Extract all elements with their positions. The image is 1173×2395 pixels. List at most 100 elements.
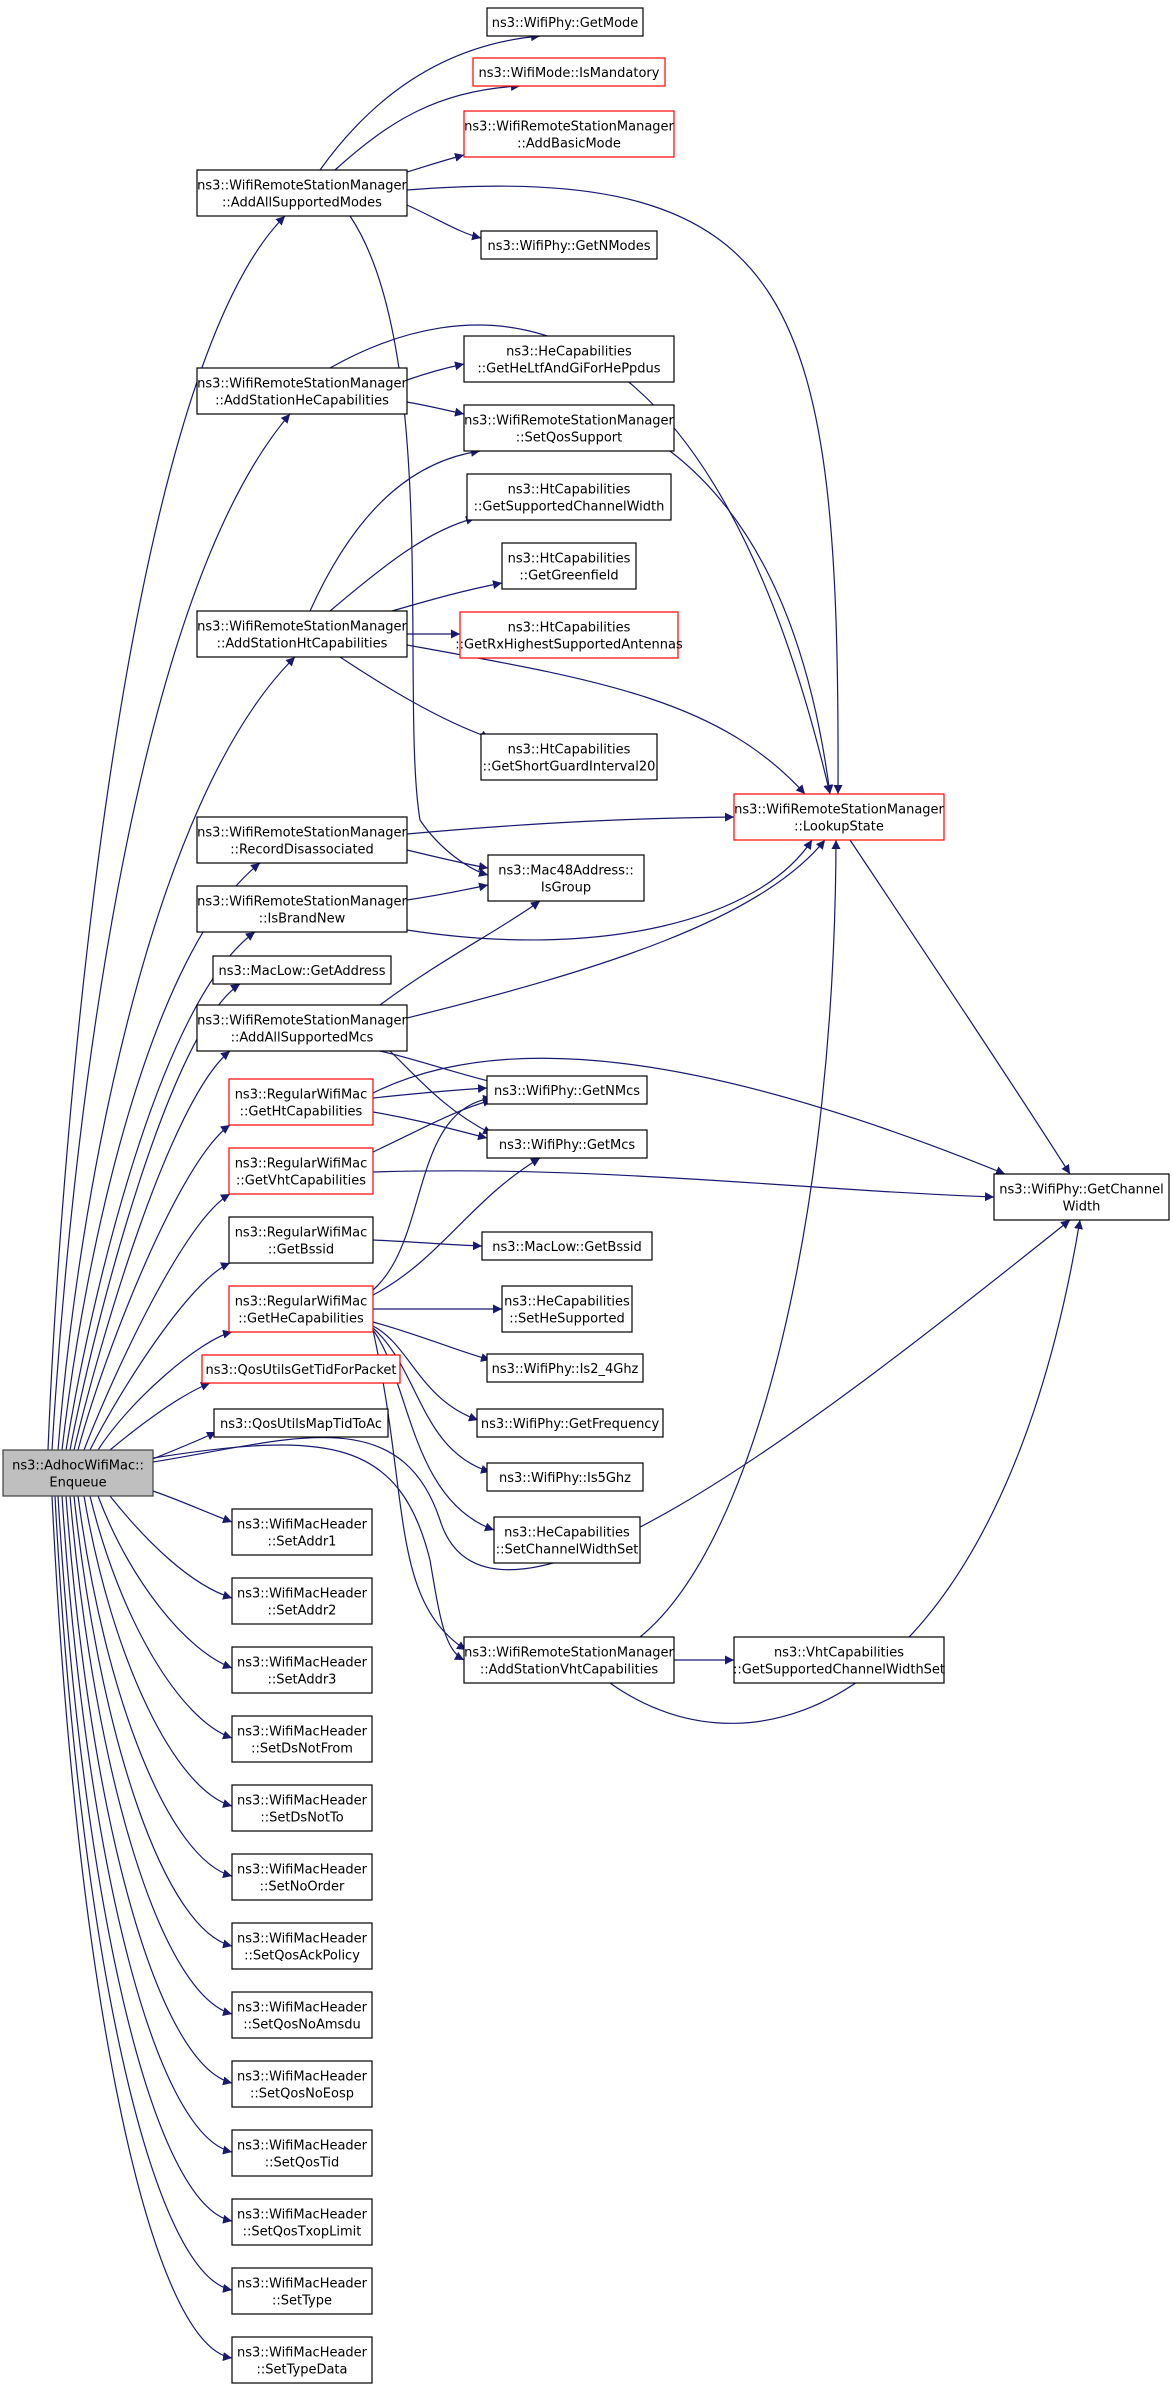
node-getVhtCapabilities[interactable]: ns3::RegularWifiMac::GetVhtCapabilities <box>228 1147 374 1195</box>
node-isMandatory[interactable]: ns3::WifiMode::IsMandatory <box>472 57 666 87</box>
node-setAddr2[interactable]: ns3::WifiMacHeader::SetAddr2 <box>231 1577 373 1625</box>
node-label-line: ns3::WifiRemoteStationManager <box>734 803 944 818</box>
node-getHeCapabilities[interactable]: ns3::RegularWifiMac::GetHeCapabilities <box>228 1285 374 1333</box>
node-macLowGetAddress[interactable]: ns3::MacLow::GetAddress <box>212 955 392 985</box>
edge-root-to-addAllSupportedMcs <box>73 1050 231 1451</box>
node-box <box>463 335 675 383</box>
node-label-line: ns3::QosUtilsGetTidForPacket <box>205 1363 396 1378</box>
node-label-line: ::GetHeLtfAndGiForHePpdus <box>477 362 660 377</box>
node-box <box>196 1004 408 1052</box>
node-setNoOrder[interactable]: ns3::WifiMacHeader::SetNoOrder <box>231 1853 373 1901</box>
node-addStationVhtCapabilities[interactable]: ns3::WifiRemoteStationManager::AddStatio… <box>463 1636 675 1684</box>
node-qosGetTid[interactable]: ns3::QosUtilsGetTidForPacket <box>201 1354 401 1384</box>
node-recordDisassociated[interactable]: ns3::WifiRemoteStationManager::RecordDis… <box>196 816 408 864</box>
edge-root-to-getChannelWidth <box>152 1219 1071 1571</box>
node-heGetHeLtf[interactable]: ns3::HeCapabilities::GetHeLtfAndGiForHeP… <box>463 335 675 383</box>
edge-addStationHeCapabilities-to-setQosSupport <box>406 401 465 417</box>
node-label-line: ::SetType <box>272 2294 332 2309</box>
node-getNMcs[interactable]: ns3::WifiPhy::GetNMcs <box>486 1075 648 1105</box>
node-setChannelWidthSet[interactable]: ns3::HeCapabilities::SetChannelWidthSet <box>493 1516 641 1564</box>
node-label-line: ns3::WifiMacHeader <box>237 1794 368 1809</box>
node-label-line: ns3::WifiRemoteStationManager <box>464 414 674 429</box>
node-label-line: ns3::WifiMacHeader <box>237 2070 368 2085</box>
edge-addAllSupportedModes-to-getNModes <box>406 204 482 241</box>
node-setAddr1[interactable]: ns3::WifiMacHeader::SetAddr1 <box>231 1508 373 1556</box>
node-addAllSupportedMcs[interactable]: ns3::WifiRemoteStationManager::AddAllSup… <box>196 1004 408 1052</box>
node-box <box>480 230 658 260</box>
node-setQosSupport[interactable]: ns3::WifiRemoteStationManager::SetQosSup… <box>463 404 675 452</box>
node-lookupState[interactable]: ns3::WifiRemoteStationManager::LookupSta… <box>733 793 945 841</box>
node-htGetSupportedChannelWidth[interactable]: ns3::HtCapabilities::GetSupportedChannel… <box>466 473 672 521</box>
node-setAddr3[interactable]: ns3::WifiMacHeader::SetAddr3 <box>231 1646 373 1694</box>
node-label-line: ::SetHeSupported <box>509 1312 625 1327</box>
node-qosMapTid[interactable]: ns3::QosUtilsMapTidToAc <box>213 1408 389 1438</box>
node-label-line: ::GetGreenfield <box>519 569 618 584</box>
node-label-line: ns3::HtCapabilities <box>508 621 631 636</box>
node-setQosTxopLimit[interactable]: ns3::WifiMacHeader::SetQosTxopLimit <box>231 2198 373 2246</box>
node-label-line: ns3::WifiRemoteStationManager <box>197 895 407 910</box>
node-setDsNotTo[interactable]: ns3::WifiMacHeader::SetDsNotTo <box>231 1784 373 1832</box>
node-label-line: ::GetSupportedChannelWidthSet <box>733 1663 945 1678</box>
node-isGroup[interactable]: ns3::Mac48Address::IsGroup <box>487 854 645 902</box>
node-isBrandNew[interactable]: ns3::WifiRemoteStationManager::IsBrandNe… <box>196 885 408 933</box>
node-setTypeData[interactable]: ns3::WifiMacHeader::SetTypeData <box>231 2336 373 2384</box>
node-label-line: ns3::HtCapabilities <box>508 483 631 498</box>
edge-addStationHtCapabilities-to-htGetGreenfield <box>391 580 503 612</box>
node-setQosNoEosp[interactable]: ns3::WifiMacHeader::SetQosNoEosp <box>231 2060 373 2108</box>
node-addStationHeCapabilities[interactable]: ns3::WifiRemoteStationManager::AddStatio… <box>196 367 408 415</box>
edge-root-to-setAddr3 <box>97 1495 233 1669</box>
node-addStationHtCapabilities[interactable]: ns3::WifiRemoteStationManager::AddStatio… <box>196 610 408 658</box>
node-getMcs[interactable]: ns3::WifiPhy::GetMcs <box>486 1129 648 1159</box>
node-addAllSupportedModes[interactable]: ns3::WifiRemoteStationManager::AddAllSup… <box>196 169 408 217</box>
node-box <box>486 1353 644 1383</box>
node-htGetRxHighest[interactable]: ns3::HtCapabilities::GetRxHighestSupport… <box>455 611 683 659</box>
node-label-line: ns3::WifiPhy::GetNMcs <box>494 1084 640 1099</box>
node-box <box>196 610 408 658</box>
node-label-line: ::SetQosNoAmsdu <box>243 2018 361 2033</box>
node-label-line: ns3::WifiMacHeader <box>237 2346 368 2361</box>
node-getBssid[interactable]: ns3::RegularWifiMac::GetBssid <box>228 1216 374 1264</box>
node-box <box>196 367 408 415</box>
node-label-line: ::AddStationHtCapabilities <box>217 637 388 652</box>
node-label-line: ::SetChannelWidthSet <box>496 1543 639 1558</box>
node-addBasicMode[interactable]: ns3::WifiRemoteStationManager::AddBasicM… <box>463 110 675 158</box>
node-box <box>231 2129 373 2177</box>
node-box <box>733 1636 945 1684</box>
node-macLowGetBssid[interactable]: ns3::MacLow::GetBssid <box>481 1231 653 1261</box>
node-label-line: ::SetTypeData <box>256 2363 347 2378</box>
node-setQosTid[interactable]: ns3::WifiMacHeader::SetQosTid <box>231 2129 373 2177</box>
node-getFrequency[interactable]: ns3::WifiPhy::GetFrequency <box>476 1408 664 1438</box>
node-label-line: ns3::WifiRemoteStationManager <box>197 377 407 392</box>
edge-root-to-setQosNoAmsdu <box>69 1495 233 2016</box>
node-is5Ghz[interactable]: ns3::WifiPhy::Is5Ghz <box>486 1462 644 1492</box>
node-is2_4Ghz[interactable]: ns3::WifiPhy::Is2_4Ghz <box>486 1353 644 1383</box>
node-label-line: ns3::WifiMode::IsMandatory <box>479 66 660 81</box>
node-label-line: ns3::WifiMacHeader <box>237 1518 368 1533</box>
edge-root-to-setTypeData <box>51 1495 233 2362</box>
edge-addStationHtCapabilities-to-setQosSupport <box>309 447 481 612</box>
edge-addStationHtCapabilities-to-htGetSupportedChannelWidth <box>329 515 476 612</box>
node-vhtGetSupportedChannelWidthSet[interactable]: ns3::VhtCapabilities::GetSupportedChanne… <box>733 1636 945 1684</box>
node-setType[interactable]: ns3::WifiMacHeader::SetType <box>231 2267 373 2315</box>
edge-getHeCapabilities-to-setChannelWidthSet <box>372 1329 495 1532</box>
edge-root-to-setType <box>54 1495 233 2293</box>
node-wifiPhyGetMode[interactable]: ns3::WifiPhy::GetMode <box>486 7 644 37</box>
node-box <box>228 1285 374 1333</box>
node-setQosAckPolicy[interactable]: ns3::WifiMacHeader::SetQosAckPolicy <box>231 1922 373 1970</box>
node-box <box>231 1508 373 1556</box>
node-root[interactable]: ns3::AdhocWifiMac::Enqueue <box>2 1449 154 1497</box>
node-htGetShortGi20[interactable]: ns3::HtCapabilities::GetShortGuardInterv… <box>480 733 658 781</box>
call-nodes: ns3::AdhocWifiMac::Enqueuens3::WifiRemot… <box>2 7 1170 2384</box>
node-setHeSupported[interactable]: ns3::HeCapabilities::SetHeSupported <box>501 1285 633 1333</box>
node-setDsNotFrom[interactable]: ns3::WifiMacHeader::SetDsNotFrom <box>231 1715 373 1763</box>
node-htGetGreenfield[interactable]: ns3::HtCapabilities::GetGreenfield <box>501 542 637 590</box>
edge-getHeCapabilities-to-getFrequency <box>372 1325 479 1422</box>
node-box <box>231 1784 373 1832</box>
node-getHtCapabilities[interactable]: ns3::RegularWifiMac::GetHtCapabilities <box>228 1078 374 1126</box>
edge-root-to-addStationVhtCapabilities <box>152 1444 465 1661</box>
node-getNModes[interactable]: ns3::WifiPhy::GetNModes <box>480 230 658 260</box>
node-label-line: ns3::VhtCapabilities <box>774 1646 904 1661</box>
edge-getHtCapabilities-to-getNMcs <box>372 1084 488 1099</box>
node-setQosNoAmsdu[interactable]: ns3::WifiMacHeader::SetQosNoAmsdu <box>231 1991 373 2039</box>
